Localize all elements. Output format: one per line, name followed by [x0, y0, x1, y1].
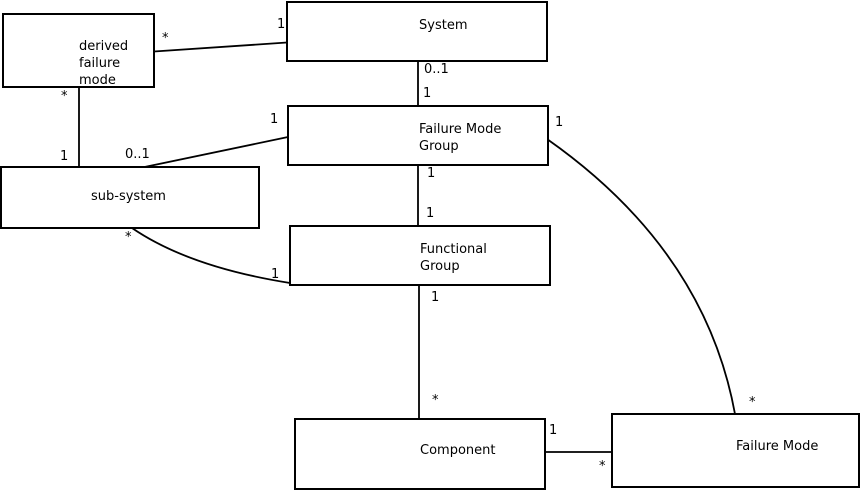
node-component[interactable]: Component	[294, 418, 546, 490]
mult-subsystem-functional-functional-end: 1	[271, 267, 280, 282]
mult-functional-component-component-end: *	[432, 393, 439, 408]
edge-derived-system	[153, 41, 288, 53]
mult-system-fmg-fmg-end: 1	[423, 86, 432, 101]
node-label: derived failure mode	[79, 39, 129, 88]
node-label: Failure Mode Group	[419, 122, 502, 154]
mult-derived-subsystem-subsystem-end: 1	[60, 149, 69, 164]
mult-fmg-failuremode-failuremode-end: *	[749, 395, 756, 410]
node-failure-mode-group[interactable]: Failure Mode Group	[287, 105, 549, 166]
mult-system-fmg-system-end: 0..1	[424, 62, 449, 77]
mult-component-failuremode-component-end: 1	[549, 423, 558, 438]
mult-derived-subsystem-derived-end: *	[61, 89, 68, 104]
mult-fmg-subsystem-subsystem-end: 0..1	[125, 147, 150, 162]
node-label: Component	[420, 443, 496, 458]
node-label: sub-system	[91, 189, 166, 204]
mult-fmg-failuremode-fmg-end: 1	[555, 115, 564, 130]
mult-fmg-functional-fmg-end: 1	[427, 166, 436, 181]
mult-subsystem-functional-subsystem-end: *	[125, 230, 132, 245]
node-sub-system[interactable]: sub-system	[0, 166, 260, 229]
edge-fmg-failuremode	[546, 138, 736, 415]
node-label: Functional Group	[420, 242, 487, 274]
edge-fmg-subsystem	[134, 136, 289, 170]
mult-functional-component-functional-end: 1	[431, 290, 440, 305]
mult-fmg-functional-functional-end: 1	[426, 206, 435, 221]
mult-component-failuremode-failuremode-end: *	[599, 459, 606, 474]
node-functional-group[interactable]: Functional Group	[289, 225, 551, 286]
edge-subsystem-functional	[131, 227, 291, 284]
node-derived-failure-mode[interactable]: derived failure mode	[2, 13, 155, 88]
node-label: Failure Mode	[736, 439, 819, 454]
node-system[interactable]: System	[286, 1, 548, 62]
node-failure-mode[interactable]: Failure Mode	[611, 413, 860, 488]
mult-fmg-subsystem-fmg-end: 1	[270, 112, 279, 127]
mult-derived-system-derived-end: *	[162, 31, 169, 46]
node-label: System	[419, 18, 468, 33]
mult-derived-system-system-end: 1	[277, 17, 286, 32]
